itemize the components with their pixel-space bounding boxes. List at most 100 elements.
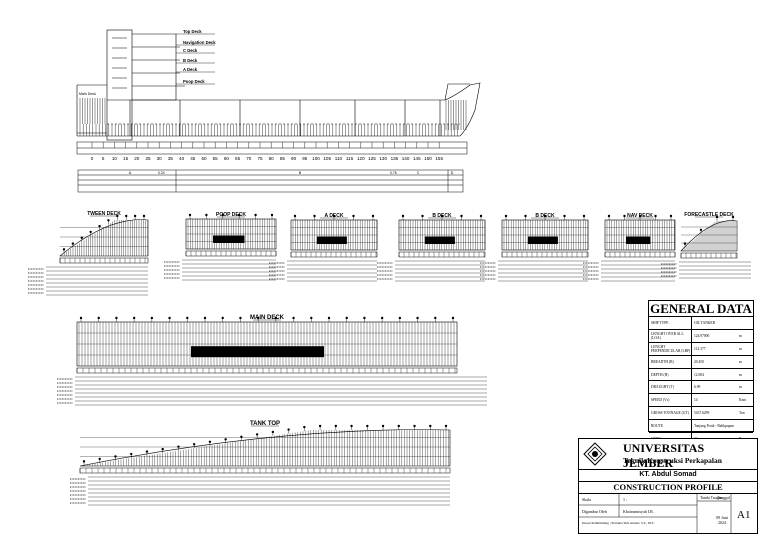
general-data-unit: m — [739, 385, 742, 390]
deck-marker — [363, 316, 366, 320]
deck-inner-block — [316, 236, 347, 244]
deck-marker — [623, 214, 626, 218]
supervisor: Dosen Pembimbing : Pratama Yuli Arianto … — [582, 521, 655, 525]
deck-marker — [168, 316, 171, 320]
deck-marker — [255, 433, 259, 436]
profile-deck-label: A Deck — [183, 67, 198, 72]
deck-marker — [116, 214, 119, 218]
general-data-key: DEPTH (H) — [649, 368, 692, 381]
university-name: UNIVERSITAS JEMBER — [623, 441, 705, 470]
deck-marker — [350, 424, 353, 428]
region-label: C — [417, 171, 420, 175]
general-data-key: BREADTH (B) — [649, 355, 692, 368]
deck-marker — [145, 450, 149, 453]
deck-marker — [318, 424, 322, 428]
frame-number: 125 — [368, 156, 376, 161]
deck-marker — [125, 214, 128, 218]
deck-marker — [434, 316, 437, 320]
frame-number: 25 — [145, 156, 151, 161]
deck-marker — [133, 214, 137, 218]
deck-marker — [303, 425, 306, 429]
frame-number: 150 — [424, 156, 432, 161]
deck-marker — [205, 213, 208, 217]
deck-plan-tank: TANK TOP — [70, 421, 451, 506]
general-data-value: 14 — [694, 398, 698, 403]
date-value: 09 Juni 2024 — [716, 515, 728, 525]
deck-marker — [186, 316, 189, 320]
deck-scale-bar — [79, 467, 451, 474]
deck-marker — [221, 316, 224, 320]
general-data-value: 112.377 — [694, 346, 706, 351]
deck-marker — [221, 213, 224, 217]
deck-marker — [313, 214, 316, 218]
ship-name: KT. Abdul Somad — [579, 469, 757, 482]
deck-plan-poop: POOP DECK — [164, 212, 277, 281]
deck-marker — [381, 424, 385, 428]
scale-label: Skala — [582, 497, 591, 502]
general-data-key: ROUTE — [649, 420, 692, 433]
deck-marker — [89, 230, 92, 234]
station-table — [77, 169, 464, 193]
frame-number: 90 — [291, 156, 297, 161]
general-data-key: SPEED (Vs) — [649, 394, 692, 407]
deck-scale-bar — [76, 367, 458, 374]
deck-title: TWEEN DECK — [87, 211, 121, 217]
deck-marker — [366, 424, 369, 428]
general-data-row: DRAUGHT (T)6.99 m — [649, 381, 753, 395]
deck-marker — [638, 214, 642, 218]
deck-marker — [440, 214, 444, 218]
deck-marker — [310, 316, 313, 320]
general-data-value: 6.99 — [694, 385, 701, 390]
general-data-key: DRAUGHT (T) — [649, 381, 692, 394]
deck-plan-tween: TWEEN DECK — [28, 211, 149, 296]
deck-scale-bar — [290, 251, 378, 258]
deck-marker — [327, 316, 331, 320]
profile-frame-hatching — [79, 98, 467, 136]
deck-inner-block — [527, 236, 558, 244]
deck-marker — [107, 219, 110, 222]
general-data-key: LENGHT PERPENDICULAR (LBP) — [651, 342, 692, 355]
general-data-unit: m — [739, 372, 742, 377]
deck-marker — [699, 228, 703, 232]
deck-marker — [274, 316, 278, 320]
deck-scale-bar — [501, 251, 589, 258]
deck-marker — [79, 316, 83, 320]
deck-marker — [582, 214, 586, 218]
deck-marker — [132, 316, 136, 320]
scale-value: 1 : — [623, 497, 628, 502]
general-data-value: 5437.6299 — [694, 411, 710, 416]
deck-marker — [451, 316, 455, 320]
profile-deck-label: C Deck — [183, 48, 198, 53]
deck-title: TANK TOP — [250, 421, 280, 427]
deck-inner-block — [191, 346, 324, 358]
deck-marker — [177, 445, 180, 448]
frame-scale — [76, 141, 468, 155]
frame-number: 0 — [91, 156, 94, 161]
deck-marker — [192, 443, 196, 446]
deck-marker — [683, 242, 687, 245]
frame-number: 145 — [413, 156, 421, 161]
deck-plan-main: MAIN DECK — [57, 315, 487, 406]
profile-deck-label: B Deck — [183, 58, 198, 63]
deck-marker — [607, 214, 611, 218]
deck-scale-bar — [680, 252, 738, 259]
profile-deck-label: Poop Deck — [183, 79, 205, 84]
deck-marker — [239, 316, 242, 320]
frame-number: 120 — [357, 156, 365, 161]
deck-marker — [332, 214, 336, 218]
deck-scale-bar — [59, 257, 149, 264]
title-block-grid — [579, 493, 732, 533]
general-data-key: GROSS TONNAGE (GT) — [649, 407, 692, 420]
deck-marker — [71, 242, 75, 245]
deck-marker — [371, 214, 375, 218]
deck-marker — [444, 424, 448, 428]
deck-title: POOP DECK — [216, 212, 246, 218]
deck-marker — [524, 214, 527, 218]
deck-marker — [563, 214, 566, 218]
